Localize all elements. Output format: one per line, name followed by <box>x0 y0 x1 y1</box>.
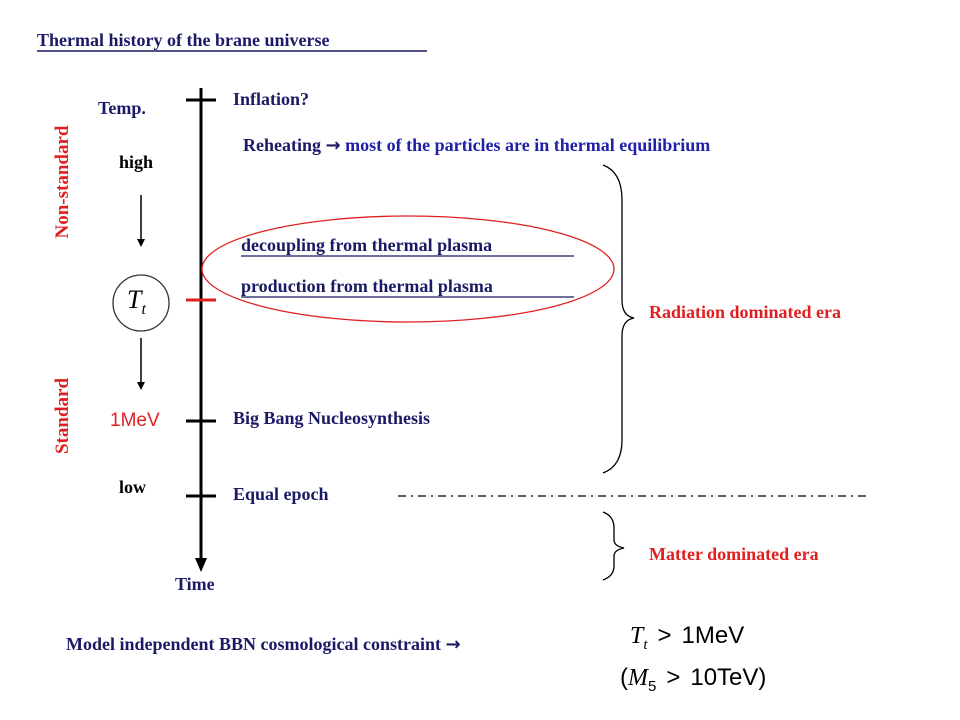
constraint-label: Model independent BBN cosmological const… <box>66 634 442 654</box>
mass-constraint: (M5 > 10TeV) <box>620 664 766 695</box>
reheating-arrow-icon: → <box>325 135 341 156</box>
temp-low-label: low <box>119 477 146 497</box>
mass-relation: > <box>666 664 681 691</box>
time-label: Time <box>175 574 215 594</box>
mass-subscript: 5 <box>648 677 657 695</box>
formula-value: 1MeV <box>681 622 745 649</box>
plasma-ellipse <box>201 215 615 323</box>
transition-temp-circle <box>112 274 170 332</box>
bbn-label: Big Bang Nucleosynthesis <box>233 408 431 428</box>
radiation-brace <box>602 164 635 474</box>
matter-brace <box>602 511 625 581</box>
constraint-arrow-icon: → <box>445 634 461 655</box>
temp-arrow-upper-head <box>137 239 145 247</box>
mass-value: 10TeV <box>690 664 759 691</box>
constraint-text: Model independent BBN cosmological const… <box>66 634 461 655</box>
transition-temp-symbol: Tt <box>127 285 146 319</box>
radiation-era-label: Radiation dominated era <box>649 302 842 322</box>
equal-epoch-label: Equal epoch <box>233 484 329 504</box>
formula-subscript: t <box>643 636 648 653</box>
reheating-description: most of the particles are in thermal equ… <box>345 135 711 155</box>
temp-label: Temp. <box>98 98 146 118</box>
transition-temp-T: T <box>127 285 142 314</box>
mass-paren-close: ) <box>758 664 767 691</box>
mass-M: M <box>628 665 648 691</box>
transition-temp-subscript: t <box>141 301 146 319</box>
formula-T: T <box>630 623 644 649</box>
diagram-title: Thermal history of the brane universe <box>37 30 330 50</box>
temp-high-label: high <box>119 152 154 172</box>
production-label: production from thermal plasma <box>241 276 493 296</box>
non-standard-label: Non-standard <box>52 125 73 239</box>
reheating-label: Reheating <box>243 135 321 155</box>
inflation-label: Inflation? <box>233 89 310 109</box>
constraint-formula: Tt > 1MeV <box>630 622 744 654</box>
decoupling-label: decoupling from thermal plasma <box>241 235 493 255</box>
mev-tick-label: 1MeV <box>110 410 160 431</box>
standard-label: Standard <box>52 377 73 455</box>
time-axis-arrowhead <box>195 558 207 572</box>
mass-paren-open: ( <box>620 664 628 691</box>
temp-arrow-lower-head <box>137 382 145 390</box>
matter-era-label: Matter dominated era <box>649 544 819 564</box>
formula-relation: > <box>657 622 672 649</box>
reheating-line: Reheating → most of the particles are in… <box>243 135 710 156</box>
